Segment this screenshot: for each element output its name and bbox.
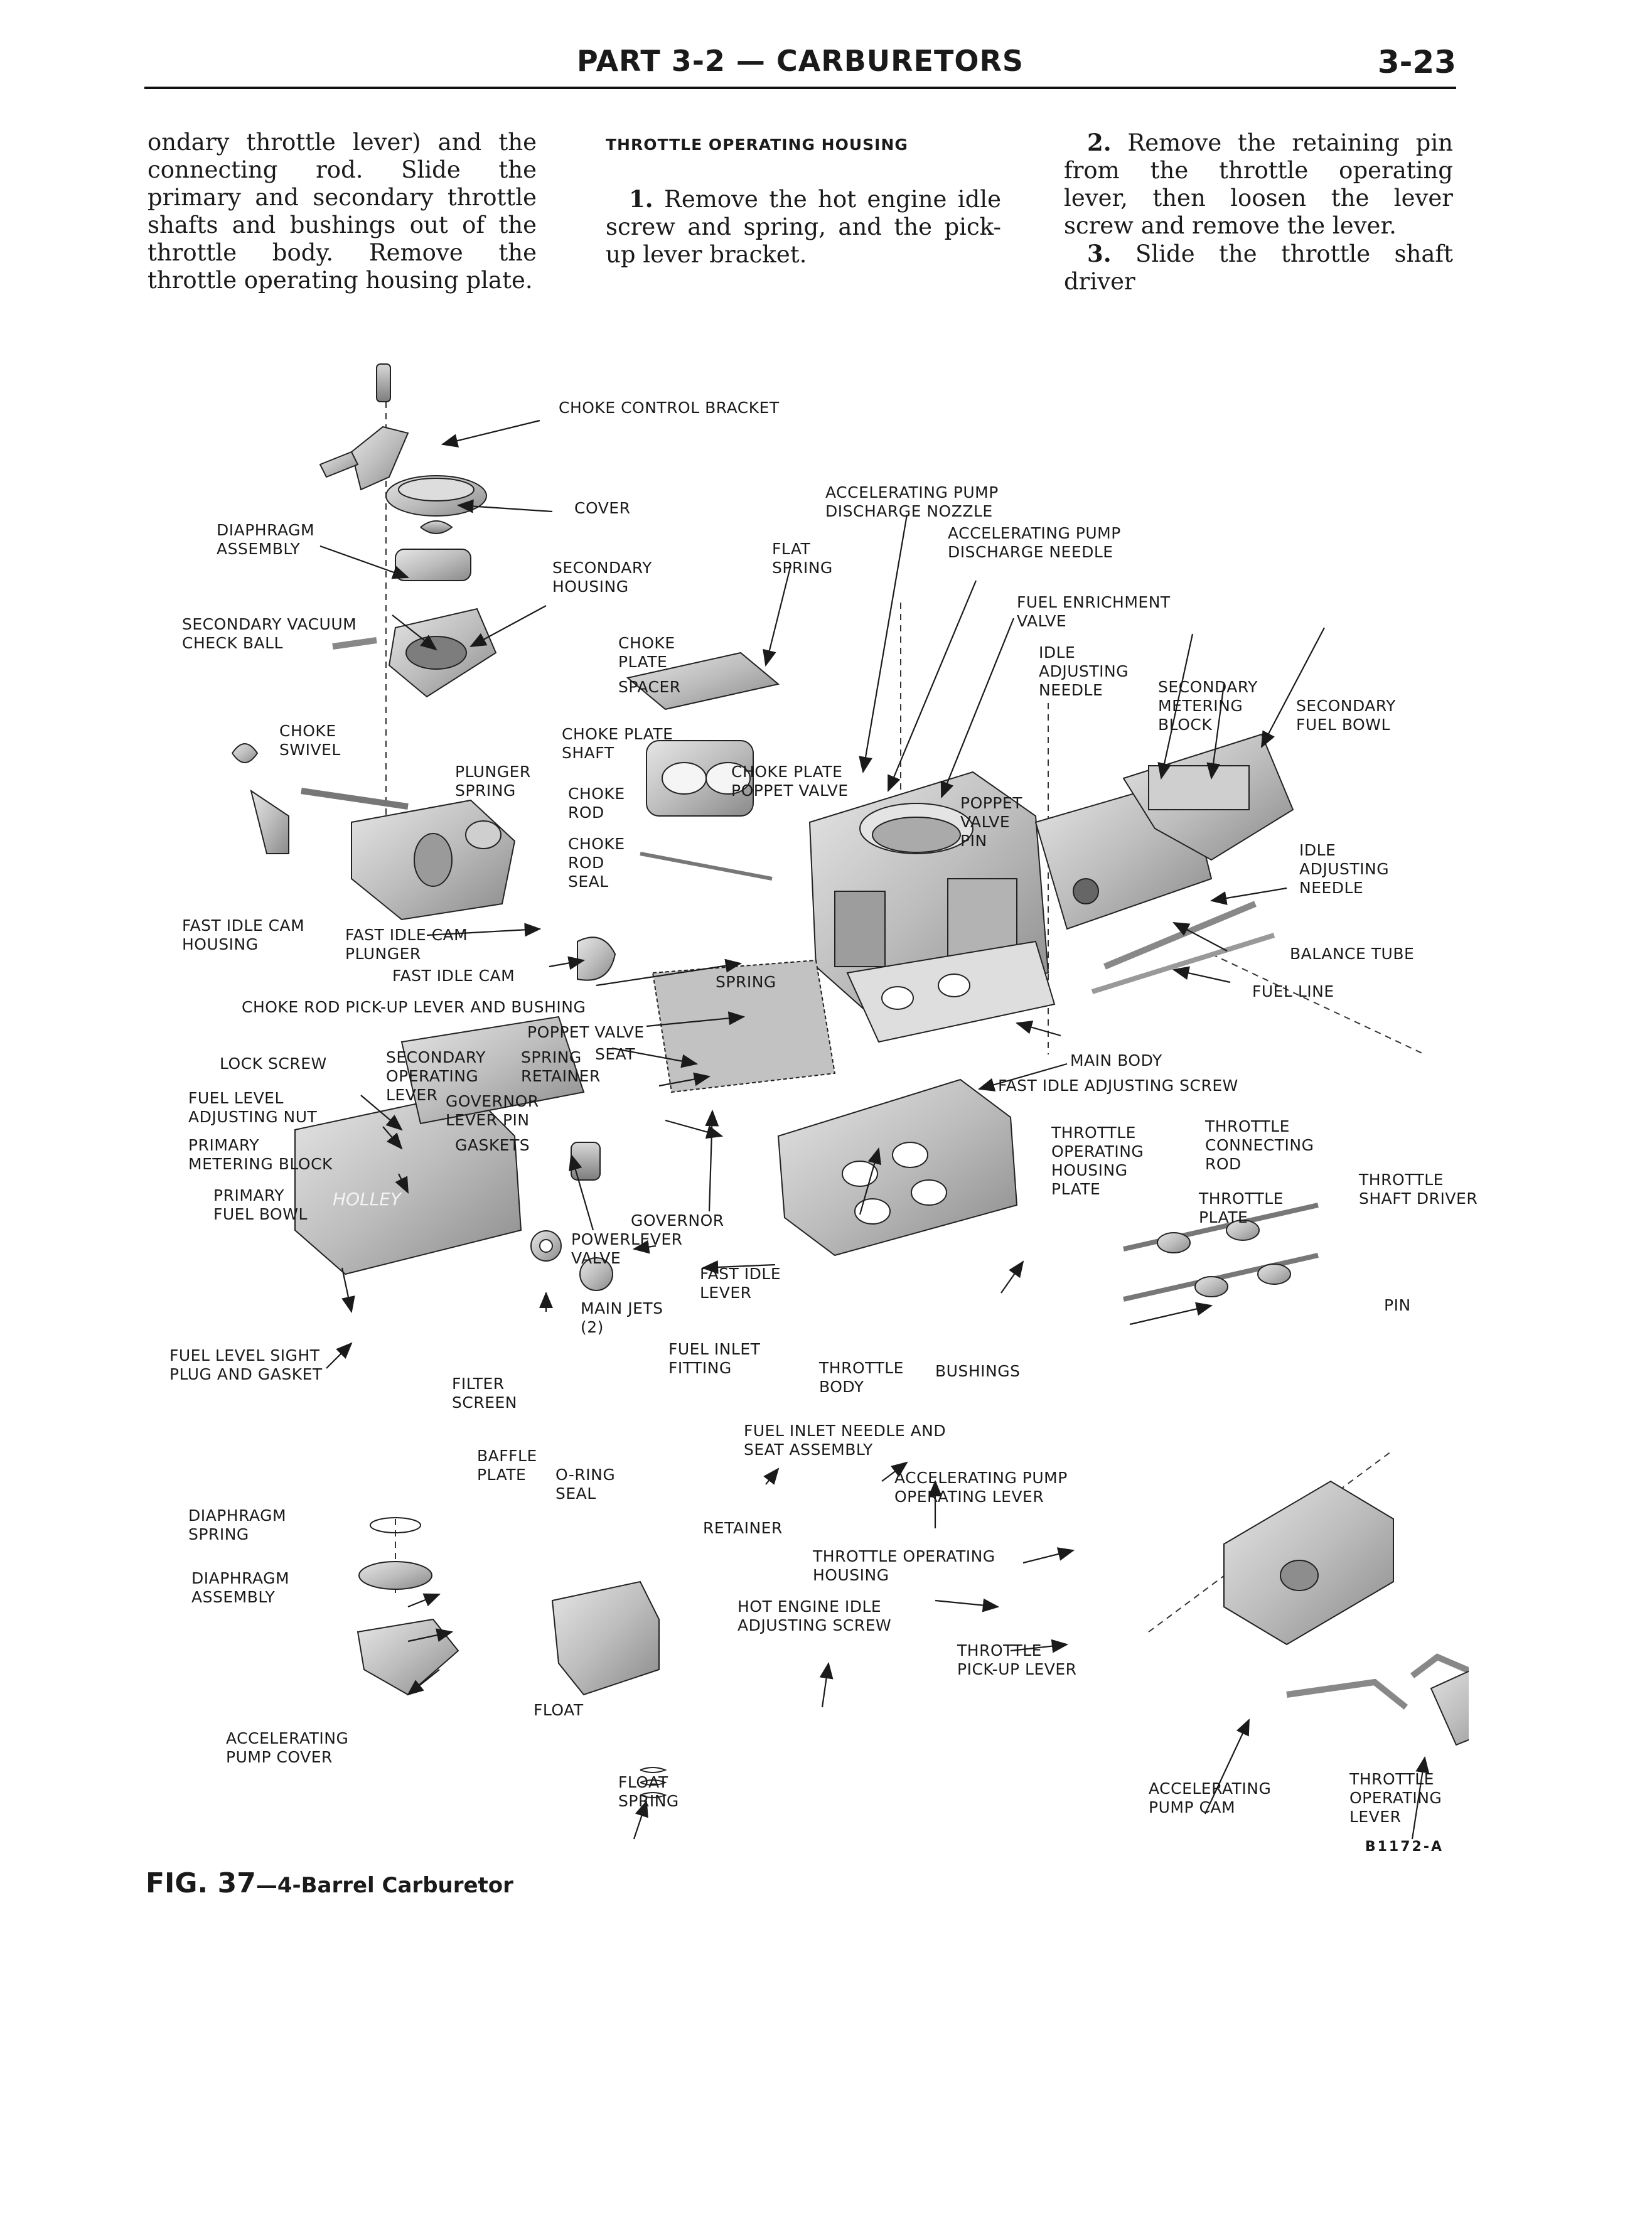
label-secondary-vacuum-check-ball: SECONDARY VACUUM CHECK BALL	[182, 615, 357, 652]
label-fast-idle-cam: FAST IDLE CAM	[392, 967, 515, 985]
label-primary-metering-block: PRIMARY METERING BLOCK	[188, 1136, 333, 1173]
label-choke-plate-poppet-valve: CHOKE PLATE POPPET VALVE	[731, 763, 849, 800]
label-primary-fuel-bowl: PRIMARY FUEL BOWL	[213, 1186, 308, 1223]
label-choke-plate-shaft: CHOKE PLATE SHAFT	[562, 725, 673, 762]
label-secondary-operating-lever: SECONDARY OPERATING LEVER	[386, 1048, 486, 1104]
label-poppet-valve-pin: POPPET VALVE PIN	[960, 794, 1022, 850]
label-choke-swivel: CHOKE SWIVEL	[279, 722, 341, 759]
label-accelerating-pump-cover: ACCELERATING PUMP COVER	[226, 1729, 349, 1766]
step-3: 3. Slide the throttle shaft driver	[1064, 240, 1453, 296]
exploded-view-drawing: HOLLEY	[232, 363, 1469, 1840]
label-flat-spring: FLAT SPRING	[772, 540, 833, 577]
label-main-jets: MAIN JETS (2)	[581, 1299, 663, 1336]
label-hot-engine-idle-adjusting-screw: HOT ENGINE IDLE ADJUSTING SCREW	[738, 1597, 892, 1634]
label-diaphragm-assembly-bottom: DIAPHRAGM ASSEMBLY	[191, 1569, 290, 1606]
carburetor-exploded-diagram: HOLLEY	[144, 339, 1478, 1864]
label-fast-idle-lever: FAST IDLE LEVER	[700, 1265, 781, 1302]
page-header: PART 3-2 — CARBURETORS 3-23	[144, 44, 1456, 88]
label-spring-retainer: SPRING RETAINER	[521, 1048, 601, 1085]
figure-description: —4-Barrel Carburetor	[255, 1873, 513, 1898]
label-choke-rod-pickup-lever: CHOKE ROD PICK-UP LEVER AND BUSHING	[242, 998, 586, 1016]
label-accelerating-pump-discharge-nozzle: ACCELERATING PUMP DISCHARGE NOZZLE	[825, 483, 999, 520]
label-throttle-connecting-rod: THROTTLE CONNECTING ROD	[1205, 1117, 1314, 1173]
label-pin: PIN	[1384, 1296, 1411, 1314]
label-fast-idle-cam-plunger: FAST IDLE CAM PLUNGER	[345, 926, 468, 963]
label-baffle-plate: BAFFLE PLATE	[477, 1447, 537, 1484]
label-throttle-pickup-lever: THROTTLE PICK-UP LEVER	[957, 1641, 1077, 1678]
label-idle-adjusting-needle-top: IDLE ADJUSTING NEEDLE	[1039, 643, 1129, 699]
label-lock-screw: LOCK SCREW	[220, 1054, 327, 1073]
label-accelerating-pump-operating-lever: ACCELERATING PUMP OPERATING LEVER	[894, 1469, 1068, 1506]
label-fuel-line: FUEL LINE	[1252, 982, 1334, 1000]
label-fuel-inlet-fitting: FUEL INLET FITTING	[668, 1340, 761, 1377]
label-fuel-level-adjusting-nut: FUEL LEVEL ADJUSTING NUT	[188, 1089, 318, 1126]
label-throttle-body: THROTTLE BODY	[819, 1359, 904, 1396]
label-diaphragm-spring: DIAPHRAGM SPRING	[188, 1506, 287, 1543]
page-number: 3-23	[1377, 44, 1456, 80]
svg-text:HOLLEY: HOLLEY	[333, 1189, 402, 1209]
label-o-ring-seal: O-RING SEAL	[555, 1466, 616, 1503]
label-throttle-operating-lever: THROTTLE OPERATING LEVER	[1349, 1770, 1442, 1826]
label-fast-idle-adjusting-screw: FAST IDLE ADJUSTING SCREW	[998, 1076, 1238, 1095]
text-column-3: 2. Remove the retaining pin from the thr…	[1064, 129, 1453, 296]
header-rule	[144, 87, 1456, 89]
text-column-1: ondary throttle lever) and the connectin…	[148, 129, 537, 294]
label-throttle-plate: THROTTLE PLATE	[1199, 1189, 1284, 1226]
label-float-spring: FLOAT SPRING	[618, 1773, 679, 1810]
label-governor-lever: GOVERNOR LEVER	[631, 1211, 724, 1248]
label-retainer: RETAINER	[703, 1519, 783, 1537]
label-governor-lever-pin: GOVERNOR LEVER PIN	[446, 1092, 539, 1129]
label-cover: COVER	[574, 499, 631, 517]
step-text: Remove the retaining pin from the thrott…	[1064, 129, 1453, 239]
label-float: FLOAT	[534, 1701, 584, 1719]
label-secondary-metering-block: SECONDARY METERING BLOCK	[1158, 678, 1258, 734]
paragraph: ondary throttle lever) and the connectin…	[148, 129, 537, 294]
label-throttle-shaft-driver: THROTTLE SHAFT DRIVER	[1359, 1171, 1478, 1208]
label-plunger-spring: PLUNGER SPRING	[455, 763, 531, 800]
label-seat: SEAT	[595, 1045, 636, 1063]
label-secondary-fuel-bowl: SECONDARY FUEL BOWL	[1296, 697, 1396, 734]
label-spacer: SPACER	[618, 678, 681, 696]
label-fast-idle-cam-housing: FAST IDLE CAM HOUSING	[182, 916, 305, 953]
label-diaphragm-assembly-top: DIAPHRAGM ASSEMBLY	[217, 521, 315, 558]
label-poppet-valve: POPPET VALVE	[527, 1023, 645, 1041]
figure-caption: FIG. 37—4-Barrel Carburetor	[146, 1867, 513, 1899]
label-accelerating-pump-discharge-needle: ACCELERATING PUMP DISCHARGE NEEDLE	[948, 524, 1121, 561]
label-balance-tube: BALANCE TUBE	[1290, 945, 1415, 963]
step-text: Remove the hot engine idle screw and spr…	[606, 186, 1002, 268]
label-choke-rod: CHOKE ROD	[568, 785, 625, 822]
label-power-valve: POWER VALVE	[571, 1230, 631, 1267]
figure-code: B1172-A	[1365, 1839, 1444, 1855]
step-number: 1.	[629, 185, 653, 213]
label-throttle-operating-housing-plate: THROTTLE OPERATING HOUSING PLATE	[1051, 1124, 1144, 1198]
label-spring-mid: SPRING	[716, 973, 776, 991]
step-text: Slide the throttle shaft driver	[1064, 240, 1453, 295]
label-choke-control-bracket: CHOKE CONTROL BRACKET	[559, 399, 780, 417]
step-2: 2. Remove the retaining pin from the thr…	[1064, 129, 1453, 240]
label-fuel-level-sight-plug: FUEL LEVEL SIGHT PLUG AND GASKET	[169, 1346, 323, 1383]
section-heading: THROTTLE OPERATING HOUSING	[606, 136, 908, 154]
step-number: 2.	[1087, 129, 1112, 156]
label-throttle-operating-housing: THROTTLE OPERATING HOUSING	[813, 1547, 995, 1584]
label-fuel-inlet-needle-seat: FUEL INLET NEEDLE AND SEAT ASSEMBLY	[744, 1422, 947, 1459]
label-main-body: MAIN BODY	[1070, 1051, 1162, 1070]
label-choke-plate: CHOKE PLATE	[618, 634, 675, 671]
text-column-2: THROTTLE OPERATING HOUSING 1. Remove the…	[606, 129, 1001, 269]
label-secondary-housing: SECONDARY HOUSING	[552, 559, 652, 596]
label-accelerating-pump-cam: ACCELERATING PUMP CAM	[1149, 1779, 1272, 1816]
label-choke-rod-seal: CHOKE ROD SEAL	[568, 835, 625, 891]
figure-number: FIG. 37	[146, 1867, 256, 1899]
page-title: PART 3-2 — CARBURETORS	[576, 44, 1024, 78]
step-number: 3.	[1087, 240, 1112, 267]
label-gaskets: GASKETS	[455, 1136, 530, 1154]
label-bushings: BUSHINGS	[935, 1362, 1021, 1380]
label-idle-adjusting-needle-right: IDLE ADJUSTING NEEDLE	[1299, 841, 1390, 897]
label-fuel-enrichment-valve: FUEL ENRICHMENT VALVE	[1017, 593, 1171, 630]
label-filter-screen: FILTER SCREEN	[452, 1375, 517, 1412]
step-1: 1. Remove the hot engine idle screw and …	[606, 185, 1001, 269]
